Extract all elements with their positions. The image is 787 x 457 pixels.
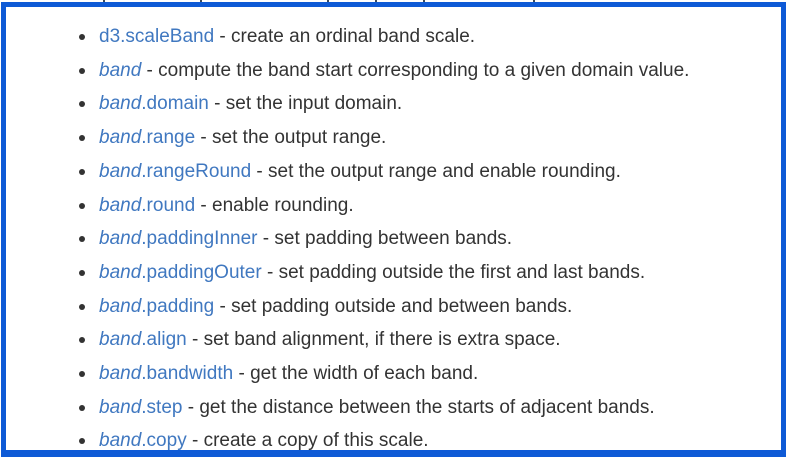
item-description: - create a copy of this scale.	[186, 430, 429, 452]
cropped-text-fragment	[375, 0, 377, 3]
list-item-band: band - compute the band start correspond…	[79, 54, 776, 88]
item-description: - set band alignment, if there is extra …	[186, 329, 561, 351]
link-italic-part: band	[99, 59, 142, 81]
link-italic-part: band	[99, 160, 142, 182]
link-rest-part: d3.scaleBand	[99, 26, 215, 47]
list-item-band-round: band.round - enable rounding.	[79, 189, 776, 223]
list-item-band-align: band.align - set band alignment, if ther…	[79, 323, 776, 357]
link-rest-part: .copy	[141, 430, 187, 452]
link-band-bandwidth[interactable]: band.bandwidth	[99, 363, 233, 384]
cropped-text-fragment	[423, 0, 425, 3]
cropped-text-fragment	[533, 0, 535, 3]
link-rest-part: .domain	[141, 93, 209, 115]
item-description: - get the width of each band.	[233, 363, 479, 385]
item-description: - set padding between bands.	[257, 228, 513, 250]
link-rest-part: .rangeRound	[141, 160, 252, 182]
list-item-band-copy: band.copy - create a copy of this scale.	[79, 424, 776, 457]
link-italic-part: band	[99, 93, 142, 115]
item-description: - set the output range and enable roundi…	[251, 160, 621, 182]
link-rest-part: .step	[141, 396, 183, 418]
item-description: - get the distance between the starts of…	[182, 396, 655, 418]
link-rest-part: .align	[141, 329, 187, 351]
item-description: - create an ordinal band scale.	[214, 26, 476, 47]
link-band-paddinginner[interactable]: band.paddingInner	[99, 228, 258, 249]
list-item-band-bandwidth: band.bandwidth - get the width of each b…	[79, 357, 776, 391]
cropped-text-fragment	[200, 0, 202, 3]
link-rest-part: .paddingOuter	[141, 261, 262, 283]
link-band-align[interactable]: band.align	[99, 329, 187, 350]
link-rest-part: .range	[141, 127, 196, 149]
link-italic-part: band	[99, 363, 142, 385]
item-description: - enable rounding.	[195, 194, 354, 216]
link-band-domain[interactable]: band.domain	[99, 93, 209, 114]
item-description: - set padding outside and between bands.	[214, 295, 573, 317]
item-description: - compute the band start corresponding t…	[141, 59, 690, 81]
link-italic-part: band	[99, 127, 142, 149]
list-item-d3-scaleband: d3.scaleBand - create an ordinal band sc…	[79, 20, 776, 54]
link-italic-part: band	[99, 430, 142, 452]
link-band-copy[interactable]: band.copy	[99, 430, 187, 451]
link-italic-part: band	[99, 396, 142, 418]
link-italic-part: band	[99, 194, 142, 216]
link-italic-part: band	[99, 228, 142, 250]
link-rest-part: .padding	[141, 295, 215, 317]
link-rest-part: .paddingInner	[141, 228, 258, 250]
link-d3-scaleband[interactable]: d3.scaleBand	[99, 26, 214, 47]
list-item-band-step: band.step - get the distance between the…	[79, 391, 776, 425]
item-description: - set padding outside the first and last…	[261, 261, 646, 283]
link-band-step[interactable]: band.step	[99, 397, 182, 418]
link-rest-part: .bandwidth	[141, 363, 234, 385]
link-italic-part: band	[99, 261, 142, 283]
cropped-text-fragment	[103, 0, 105, 3]
list-item-band-paddingouter: band.paddingOuter - set padding outside …	[79, 256, 776, 290]
link-italic-part: band	[99, 329, 142, 351]
link-band[interactable]: band	[99, 60, 141, 81]
link-band-padding[interactable]: band.padding	[99, 296, 214, 317]
link-band-round[interactable]: band.round	[99, 195, 195, 216]
api-method-list: d3.scaleBand - create an ordinal band sc…	[11, 14, 776, 457]
list-item-band-range: band.range - set the output range.	[79, 121, 776, 155]
list-item-band-domain: band.domain - set the input domain.	[79, 87, 776, 121]
link-band-rangeround[interactable]: band.rangeRound	[99, 161, 251, 182]
link-band-range[interactable]: band.range	[99, 127, 195, 148]
link-band-paddingouter[interactable]: band.paddingOuter	[99, 262, 262, 283]
cropped-text-fragment	[327, 0, 329, 3]
list-item-band-padding: band.padding - set padding outside and b…	[79, 290, 776, 324]
list-item-band-rangeround: band.rangeRound - set the output range a…	[79, 155, 776, 189]
item-description: - set the output range.	[195, 127, 387, 149]
item-description: - set the input domain.	[208, 93, 403, 115]
link-rest-part: .round	[141, 194, 196, 216]
list-item-band-paddinginner: band.paddingInner - set padding between …	[79, 222, 776, 256]
link-italic-part: band	[99, 295, 142, 317]
